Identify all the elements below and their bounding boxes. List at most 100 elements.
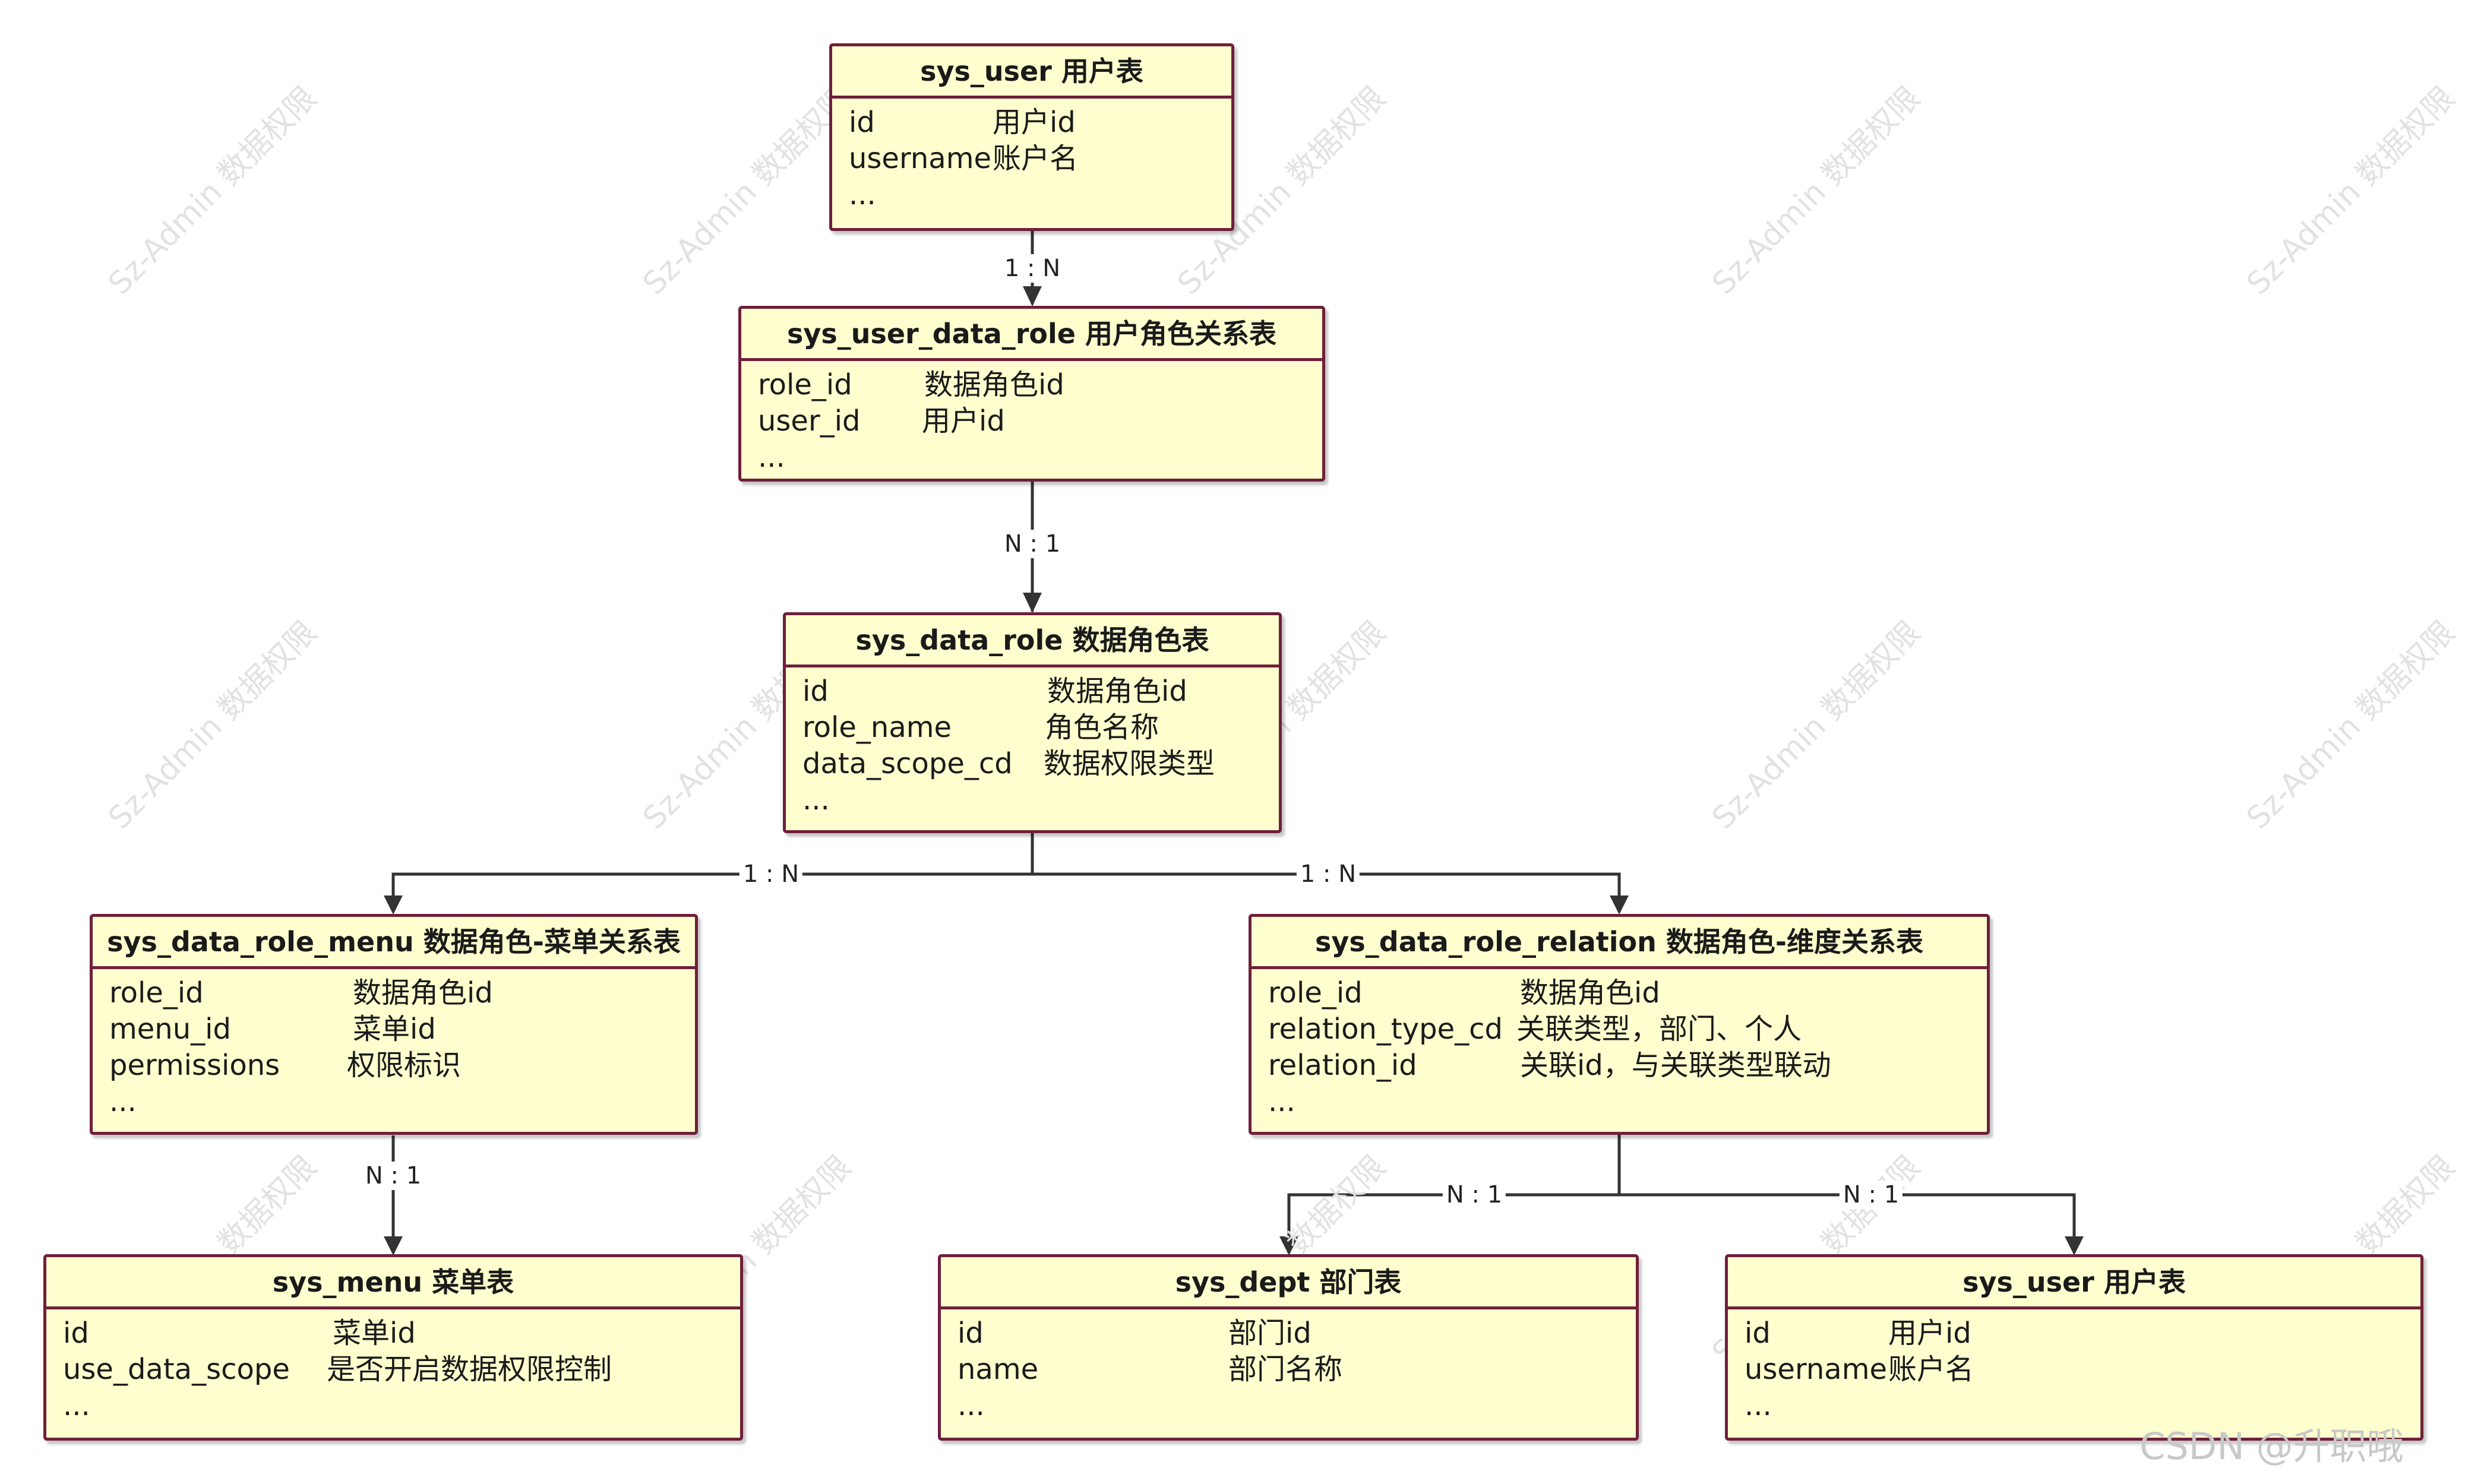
field-desc: 数据角色id: [353, 976, 493, 1010]
footer-credit: CSDN @升职哦: [2140, 1425, 2404, 1468]
field-desc: 用户id: [1888, 1317, 1971, 1350]
field-row: data_scope_cd 数据权限类型: [802, 746, 1279, 782]
field-name: role_id: [109, 976, 204, 1010]
field-desc: 账户名: [993, 142, 1079, 175]
field-name: ...: [63, 1389, 90, 1422]
field-row: ...: [63, 1388, 740, 1424]
arrowhead-user-bottom: [2065, 1236, 2084, 1255]
field-name: role_id: [1268, 976, 1363, 1010]
entity-title: sys_menu 菜单表: [46, 1257, 740, 1309]
field-row: use_data_scope 是否开启数据权限控制: [63, 1352, 740, 1388]
field-row: ...: [957, 1388, 1636, 1424]
entity-sys-data-role: sys_data_role 数据角色表 id 数据角色id role_name 角色…: [783, 612, 1282, 833]
field-list: role_id 数据角色id relation_type_cd 关联类型，部门、个人…: [1252, 969, 1987, 1120]
field-desc: 数据角色id: [1520, 976, 1660, 1010]
field-name: ...: [802, 783, 830, 817]
relation-label: N : 1: [361, 1162, 425, 1190]
field-desc: 数据权限类型: [1044, 747, 1215, 780]
field-name: ...: [109, 1085, 137, 1118]
entity-title: sys_user 用户表: [1728, 1257, 2420, 1309]
relation-label: 1 : N: [1296, 860, 1360, 888]
relation-label: N : 1: [1442, 1181, 1506, 1209]
field-desc: 账户名: [1888, 1353, 1974, 1386]
relation-label: 1 : N: [739, 860, 803, 888]
field-row: ...: [109, 1084, 695, 1120]
entity-title: sys_dept 部门表: [941, 1257, 1636, 1309]
field-row: ...: [758, 439, 1322, 476]
field-name: id: [849, 106, 875, 139]
field-name: id: [802, 675, 829, 708]
entity-title: sys_user 用户表: [832, 46, 1231, 99]
field-desc: 关联类型，部门、个人: [1516, 1012, 1802, 1046]
relation-label: N : 1: [1839, 1181, 1903, 1209]
entity-title: sys_data_role 数据角色表: [786, 615, 1279, 667]
entity-sys-menu: sys_menu 菜单表 id 菜单id use_data_scope 是否开启数据…: [43, 1254, 743, 1441]
entity-title: sys_user_data_role 用户角色关系表: [741, 309, 1322, 361]
field-name: user_id: [758, 404, 861, 438]
field-row: ...: [802, 782, 1279, 818]
arrowhead-user-data-role: [1023, 286, 1042, 306]
field-row: relation_type_cd 关联类型，部门、个人: [1268, 1011, 1987, 1048]
relation-label: N : 1: [1000, 530, 1064, 558]
field-desc: 部门名称: [1228, 1353, 1343, 1386]
field-name: ...: [957, 1389, 985, 1422]
field-name: relation_type_cd: [1268, 1012, 1503, 1046]
field-desc: 角色名称: [1045, 711, 1159, 744]
field-row: id 菜单id: [63, 1315, 740, 1352]
field-name: relation_id: [1268, 1049, 1417, 1082]
field-desc: 数据角色id: [924, 368, 1064, 401]
field-desc: 用户id: [922, 404, 1005, 438]
entity-sys-data-role-menu: sys_data_role_menu 数据角色-菜单关系表 role_id 数据角…: [90, 914, 698, 1135]
field-row: id 部门id: [957, 1315, 1636, 1352]
entity-sys-data-role-relation: sys_data_role_relation 数据角色-维度关系表 role_i…: [1249, 914, 1990, 1135]
entity-sys-dept: sys_dept 部门表 id 部门id name 部门名称 ...: [938, 1254, 1639, 1441]
field-name: name: [957, 1353, 1039, 1386]
field-desc: 部门id: [1228, 1317, 1311, 1350]
arrowhead-menu: [384, 1236, 403, 1255]
field-name: username: [1745, 1353, 1887, 1386]
field-name: data_scope_cd: [802, 747, 1013, 780]
arrowhead-role-menu: [384, 896, 403, 915]
field-desc: 数据角色id: [1047, 675, 1187, 708]
field-name: use_data_scope: [63, 1353, 290, 1386]
field-row: ...: [1268, 1084, 1987, 1120]
field-desc: 权限标识: [347, 1049, 462, 1082]
field-name: id: [63, 1317, 89, 1350]
field-desc: 菜单id: [333, 1317, 416, 1350]
field-row: id 数据角色id: [802, 673, 1279, 710]
arrowhead-data-role: [1023, 593, 1042, 613]
field-row: id 用户id: [849, 105, 1231, 141]
field-name: ...: [758, 441, 785, 474]
field-name: id: [957, 1317, 984, 1350]
arrowhead-role-relation: [1610, 896, 1629, 915]
field-list: id 部门id name 部门名称 ...: [941, 1309, 1636, 1424]
field-row: role_name 角色名称: [802, 710, 1279, 746]
field-row: ...: [849, 177, 1231, 213]
connector-role-relation-to-user: [1619, 1193, 2076, 1253]
field-row: user_id 用户id: [758, 403, 1322, 439]
field-desc: 用户id: [993, 106, 1076, 139]
arrowhead-dept: [1279, 1236, 1298, 1255]
field-name: role_name: [802, 711, 952, 744]
entity-title: sys_data_role_menu 数据角色-菜单关系表: [93, 917, 695, 969]
field-name: username: [849, 142, 991, 175]
field-name: menu_id: [109, 1012, 231, 1046]
entity-title: sys_data_role_relation 数据角色-维度关系表: [1252, 917, 1987, 969]
field-row: ...: [1745, 1388, 2420, 1424]
field-name: ...: [849, 178, 876, 211]
relation-label: 1 : N: [1000, 254, 1064, 283]
field-desc: 是否开启数据权限控制: [327, 1353, 612, 1386]
field-row: role_id 数据角色id: [1268, 975, 1987, 1011]
